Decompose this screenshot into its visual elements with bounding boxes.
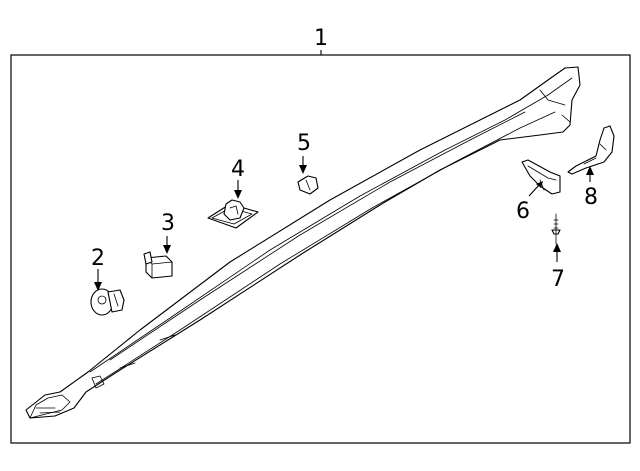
callout-3-arrowhead (163, 245, 171, 254)
callout-1: 1 (314, 26, 328, 51)
push-pin-rivet-icon (551, 213, 561, 245)
small-clip-icon (297, 175, 319, 195)
mounting-bracket-icon (521, 159, 561, 195)
callout-4-arrowhead (234, 190, 242, 199)
callout-6-leader (528, 183, 541, 197)
callout-5: 5 (297, 131, 311, 156)
callout-7: 7 (551, 267, 565, 292)
round-push-clip-icon (90, 288, 125, 316)
callout-8-arrowhead (586, 166, 594, 175)
callout-8: 8 (584, 185, 598, 210)
end-cap-trim-icon (567, 125, 615, 175)
molding-clip-icon (207, 199, 259, 229)
callout-6-arrowhead (536, 181, 543, 188)
callout-3: 3 (161, 211, 175, 236)
square-retainer-clip-icon (143, 251, 173, 279)
callout-4: 4 (231, 157, 245, 182)
callout-5-arrowhead (299, 165, 307, 174)
rocker-panel-molding-icon (25, 66, 581, 419)
callout-7-arrowhead (553, 243, 561, 252)
callout-2-arrowhead (94, 282, 102, 291)
callout-6: 6 (516, 199, 530, 224)
callout-2: 2 (91, 246, 105, 271)
